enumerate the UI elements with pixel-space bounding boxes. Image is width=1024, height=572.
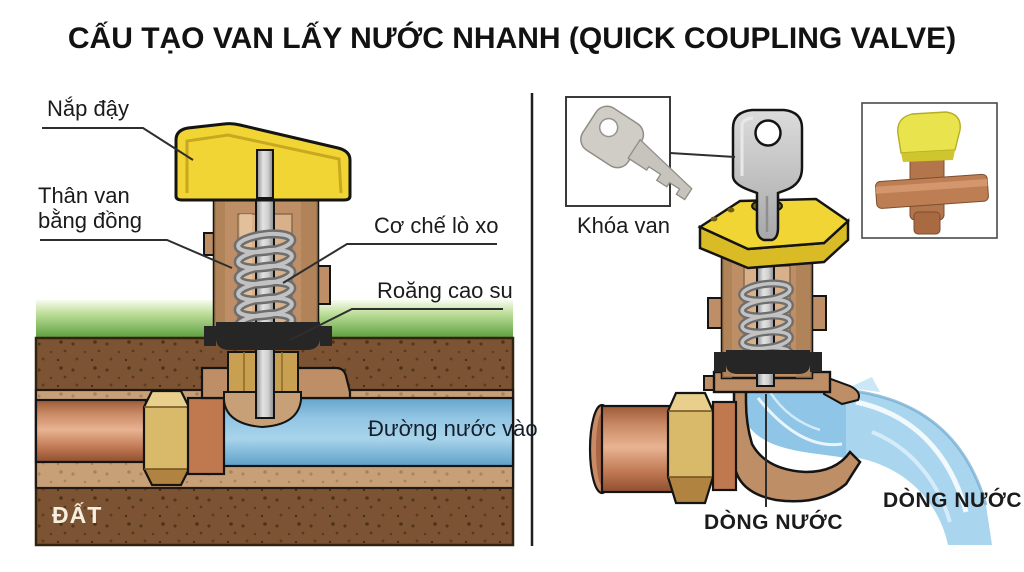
rubber-gasket-right [714, 350, 822, 374]
pipe-coupling-ring [186, 396, 226, 476]
label-cap: Nắp đậy [47, 96, 129, 121]
left-valve-cross-section [34, 122, 515, 547]
label-spring-mechanism: Cơ chế lò xo [374, 213, 499, 238]
leader-gasket [289, 308, 503, 341]
copper-pipe [34, 398, 148, 464]
label-water-inlet: Đường nước vào [368, 416, 538, 441]
hex-nut [142, 389, 191, 487]
leader-key-inset [669, 152, 736, 158]
label-rubber-gasket: Roăng cao su [377, 278, 513, 303]
leader-lines [40, 127, 767, 507]
valve-photo-inset [861, 102, 998, 239]
coupling-ring-right [711, 400, 738, 492]
key-photo-inset [565, 96, 693, 207]
stem-top-in-slot [256, 149, 274, 199]
label-water-flow-outlet: DÒNG NƯỚC [704, 511, 844, 534]
leader-valve-body [40, 239, 233, 269]
page-title: CẤU TẠO VAN LẤY NƯỚC NHANH (QUICK COUPLI… [67, 22, 957, 55]
label-water-flow-stream: DÒNG NƯỚC [883, 489, 1023, 512]
right-valve-open [588, 108, 992, 545]
leader-cap [42, 127, 194, 161]
hex-nut-right [666, 391, 715, 505]
label-soil: ĐẤT [52, 502, 103, 528]
label-valve-body: Thân van bằng đồng [38, 183, 142, 233]
leader-spring [282, 243, 497, 284]
rubber-gasket [204, 322, 332, 350]
label-valve-key: Khóa van [577, 213, 670, 238]
valve-key [731, 108, 804, 242]
water-stream [845, 377, 992, 545]
